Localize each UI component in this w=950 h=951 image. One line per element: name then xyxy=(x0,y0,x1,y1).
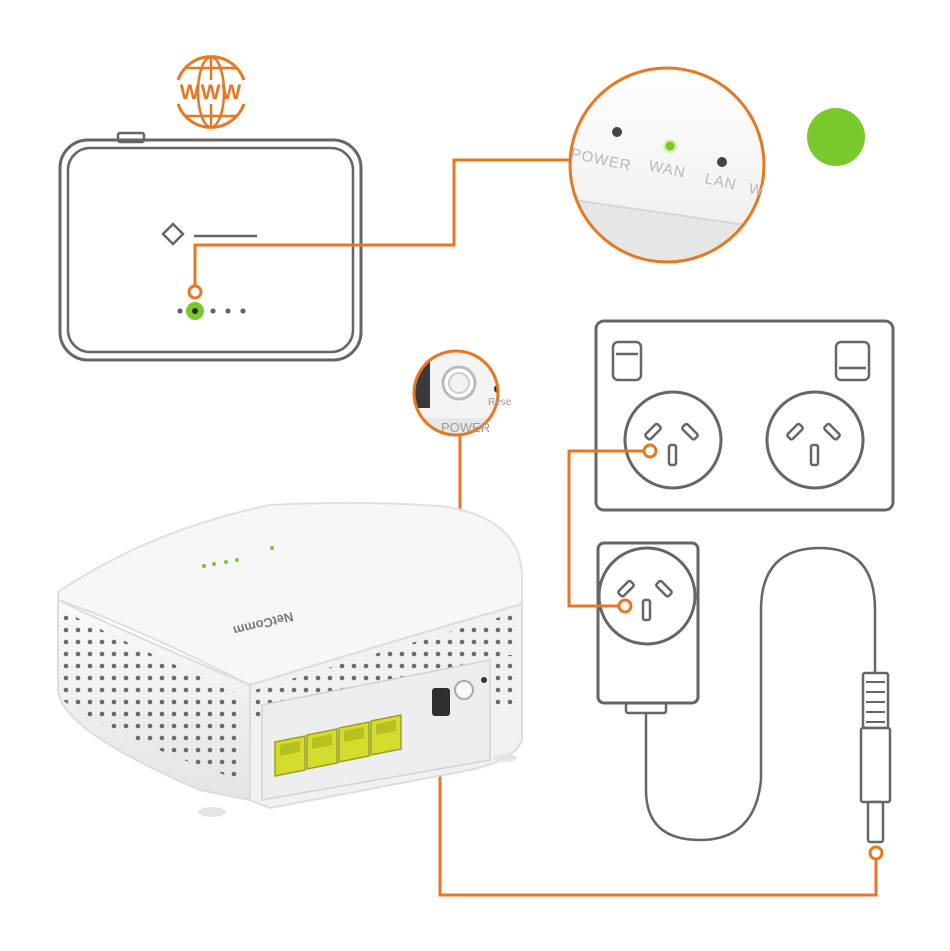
led-label-w: W xyxy=(747,180,765,200)
wan-callout-dot xyxy=(189,286,201,298)
power-button-label: POWER xyxy=(441,420,490,435)
wall-power-outlet xyxy=(596,321,893,510)
led-zoom-view: POWER WAN LAN W xyxy=(560,60,780,280)
power-button-zoom-view: POWER Rese xyxy=(408,350,512,448)
reset-button xyxy=(481,677,487,683)
wan-callout-line xyxy=(195,160,582,292)
reset-button-label: Rese xyxy=(488,397,512,408)
dc-plug-callout-dot xyxy=(870,847,882,859)
dc-jack xyxy=(432,688,450,716)
dc-barrel-plug xyxy=(861,673,890,842)
wall-socket-callout-dot xyxy=(644,445,656,457)
adapter-callout-dot xyxy=(619,600,631,612)
power-button xyxy=(455,681,473,699)
power-adapter xyxy=(598,543,698,713)
wan-led-center xyxy=(192,308,198,314)
router-3d-view: NetComm xyxy=(58,503,522,817)
wan-status-green-dot-icon xyxy=(807,108,865,166)
power-cable xyxy=(646,548,875,840)
wall-socket-left xyxy=(625,392,721,488)
wall-socket-right xyxy=(767,392,863,488)
www-label: WWW xyxy=(180,81,242,104)
